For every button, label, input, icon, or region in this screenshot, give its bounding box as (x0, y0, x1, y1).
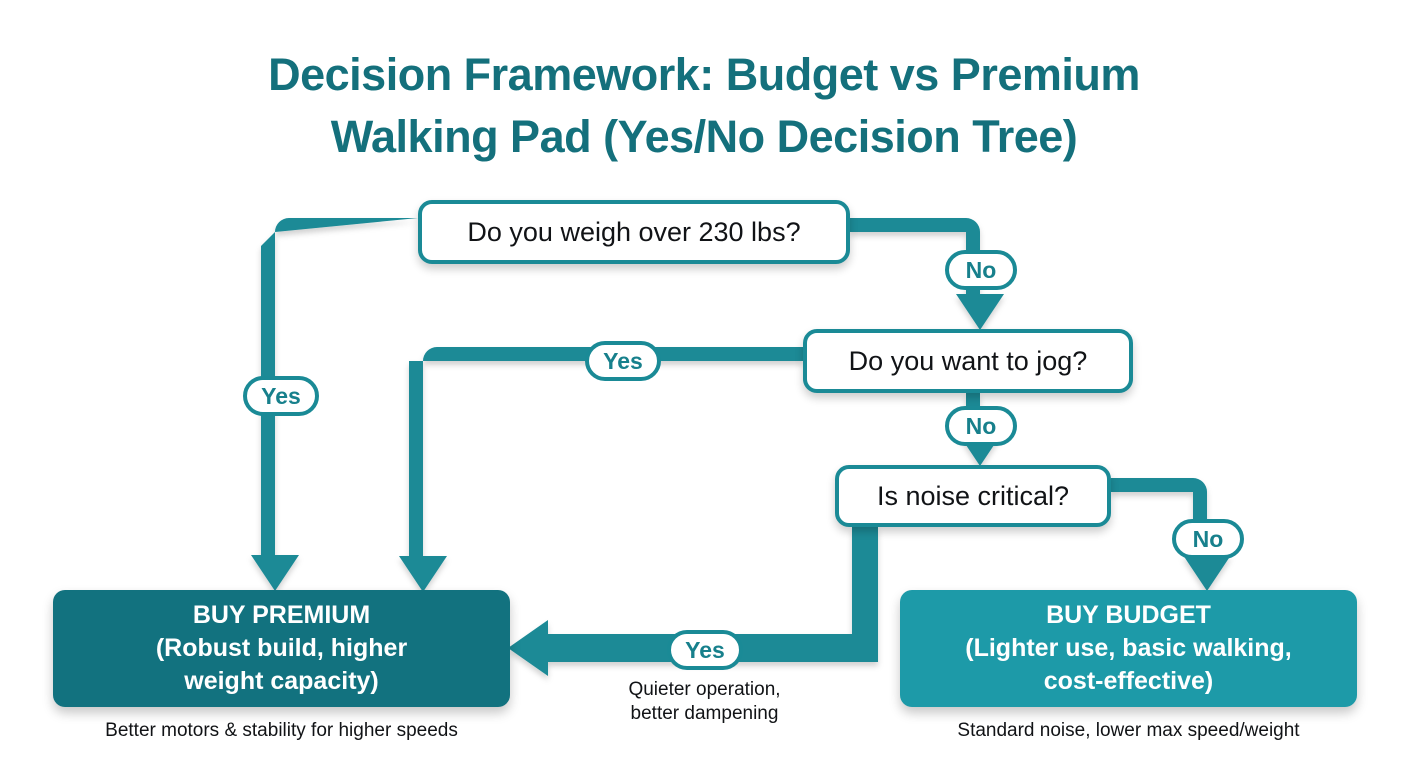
decision-node-jog-label: Do you want to jog? (848, 345, 1088, 376)
edge-weight-no-to-jog (850, 218, 1004, 330)
edge-jog-yes-to-premium (399, 347, 803, 592)
edge-noise-no-to-budget (1111, 478, 1231, 591)
buy-budget-line-3: cost-effective) (1043, 667, 1214, 695)
terminal-node-buy-budget[interactable]: BUY BUDGET (Lighter use, basic walking, … (900, 590, 1357, 707)
caption-middle-line-2: better dampening (630, 703, 779, 724)
buy-budget-line-1: BUY BUDGET (1046, 601, 1211, 629)
edge-label-no-jog: No (945, 406, 1017, 446)
title-line-2: Walking Pad (Yes/No Decision Tree) (330, 111, 1078, 162)
decision-node-noise[interactable]: Is noise critical? (835, 465, 1111, 527)
edge-label-no-noise: No (1172, 519, 1244, 559)
edge-weight-yes-to-premium (251, 218, 418, 591)
caption-buy-premium: Better motors & stability for higher spe… (105, 720, 458, 741)
edge-label-no-noise-text: No (1192, 525, 1224, 552)
terminal-node-buy-premium[interactable]: BUY PREMIUM (Robust build, higher weight… (53, 590, 510, 707)
decision-node-jog[interactable]: Do you want to jog? (803, 329, 1133, 393)
edge-label-no-weight-text: No (965, 256, 997, 283)
edge-label-yes-jog: Yes (585, 341, 661, 381)
decision-node-noise-label: Is noise critical? (876, 480, 1070, 511)
edge-label-no-jog-text: No (965, 412, 997, 439)
buy-budget-line-2: (Lighter use, basic walking, (965, 634, 1292, 662)
decision-node-weight-label: Do you weigh over 230 lbs? (467, 216, 801, 247)
page-title: Decision Framework: Budget vs Premium Wa… (0, 44, 1408, 168)
edge-label-yes-noise-text: Yes (685, 636, 725, 663)
edge-label-yes-weight: Yes (243, 376, 319, 416)
edge-label-yes-jog-text: Yes (603, 347, 643, 374)
decision-node-weight[interactable]: Do you weigh over 230 lbs? (418, 200, 850, 264)
edge-label-no-weight: No (945, 250, 1017, 290)
edge-label-yes-noise: Yes (667, 630, 743, 670)
buy-premium-line-3: weight capacity) (184, 667, 379, 695)
edge-label-yes-weight-text: Yes (261, 382, 301, 409)
edge-noise-yes-stem (852, 527, 878, 662)
title-line-1: Decision Framework: Budget vs Premium (268, 49, 1140, 100)
caption-quieter-operation: Quieter operation, better dampening (578, 678, 831, 726)
buy-premium-line-2: (Robust build, higher (155, 634, 408, 662)
caption-buy-budget: Standard noise, lower max speed/weight (957, 720, 1300, 741)
caption-middle-line-1: Quieter operation, (628, 679, 781, 700)
buy-premium-line-1: BUY PREMIUM (192, 601, 371, 629)
